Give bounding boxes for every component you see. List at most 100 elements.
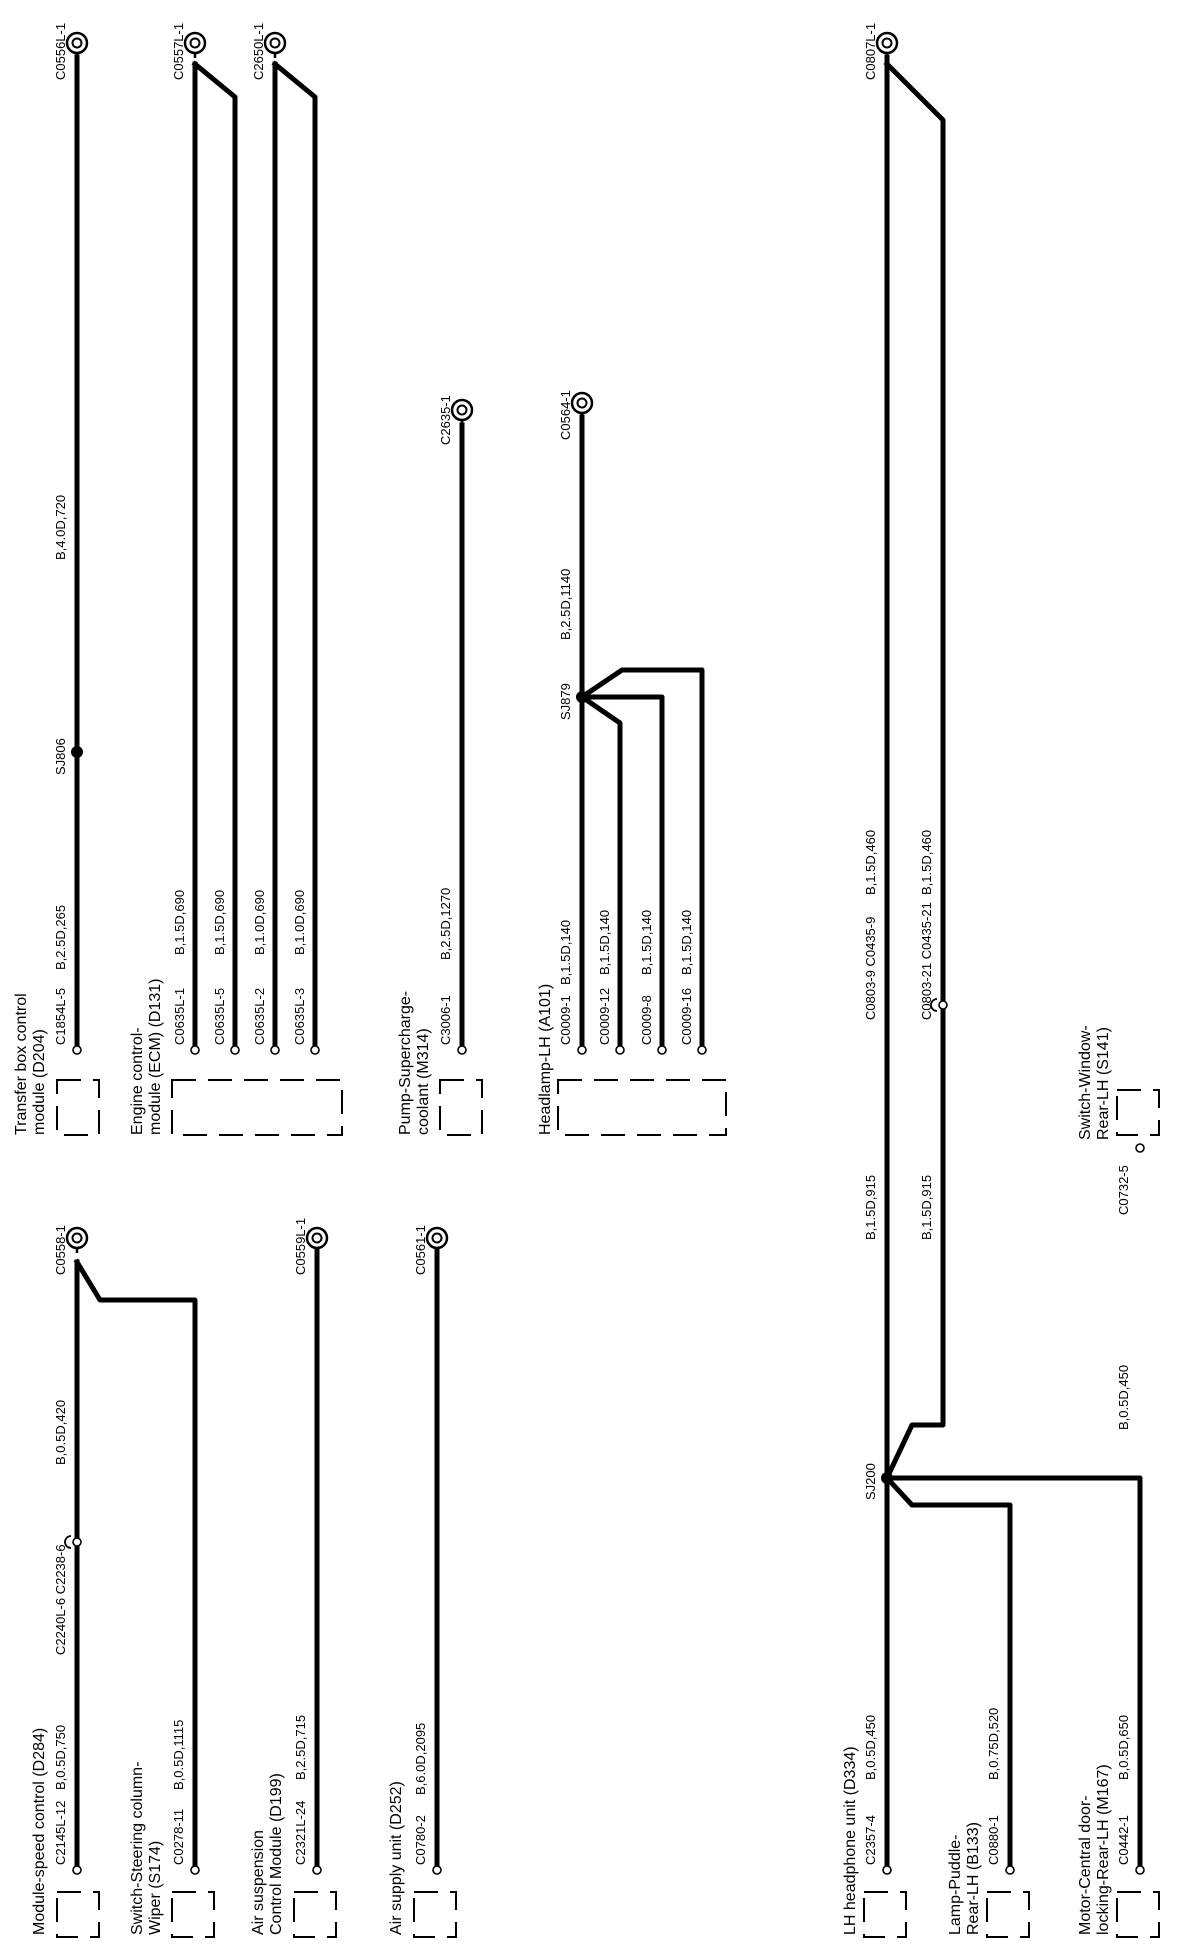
component-box (1116, 1891, 1160, 1938)
wire-label: B,2.5D,1140 (558, 569, 573, 640)
wire-label: B,1.5D,690 (212, 890, 227, 955)
wire-module-speed (73, 1258, 198, 1868)
ground-label: C2635-1 (438, 395, 453, 445)
inline-connector-label: C0803-9 C0435-9 (863, 917, 878, 1020)
component-box (56, 1079, 100, 1136)
wire-label: B,2.5D,265 (53, 905, 68, 970)
wire-label: B,0.5D,750 (53, 1725, 68, 1790)
wire-label: B,4.0D,720 (53, 495, 68, 560)
ground-label: C0559L-1 (293, 1218, 308, 1275)
ground-icon (450, 398, 474, 427)
connector-label: C0278-11 (171, 1809, 186, 1865)
pin-icon (312, 1865, 322, 1875)
component-title: Rear-LH (B133) (965, 1822, 982, 1935)
connector-label: C0009-8 (639, 995, 654, 1045)
connector-label: C0635L-2 (252, 988, 267, 1045)
component-title: LH headphone unit (D334) (842, 1746, 859, 1935)
ground-icon (65, 31, 89, 60)
inline-connector-label: C0803-21 C0435-21 (919, 902, 934, 1020)
pin-icon (615, 1045, 625, 1055)
component-title: Air supply unit (D252) (388, 1781, 405, 1935)
wire-label: B,1.5D,690 (172, 890, 187, 955)
pin-icon (230, 1045, 240, 1055)
ground-icon (875, 31, 899, 60)
component-box (1116, 1089, 1160, 1136)
component-title: coolant (M314) (415, 1028, 432, 1135)
component-box (986, 1891, 1030, 1938)
splice-label: SJ806 (53, 738, 68, 775)
component-title: Motor-Central door- (1077, 1795, 1094, 1935)
wire-sj200-branches (883, 1474, 1143, 1868)
component-title: locking-Rear-LH (M167) (1095, 1764, 1112, 1935)
component-title: Rear-LH (S141) (1095, 1027, 1112, 1140)
component-box (56, 1891, 100, 1938)
connector-label: C0442-1 (1116, 1815, 1131, 1865)
connector-label: C0009-16 (679, 988, 694, 1045)
component-title: Module-speed control (D284) (31, 1728, 48, 1935)
wire-label: B,1.5D,140 (639, 910, 654, 975)
component-title: Wiper (S174) (147, 1841, 164, 1935)
pin-icon (190, 1865, 200, 1875)
wire-label: B,0.5D,450 (863, 1715, 878, 1780)
component-title: Lamp-Puddle- (947, 1835, 964, 1936)
wire-label: B,0.5D,1115 (171, 1720, 186, 1790)
pin-icon (1005, 1865, 1015, 1875)
wire-label: B,0.5D,650 (1116, 1715, 1131, 1780)
ground-icon (570, 391, 594, 420)
pin-icon (697, 1045, 707, 1055)
ground-icon (183, 31, 207, 60)
pin-icon (882, 1865, 892, 1875)
ground-icon (305, 1226, 329, 1255)
pin-icon (432, 1865, 442, 1875)
splice-sj879 (576, 691, 588, 703)
component-title: Air suspension (250, 1830, 267, 1935)
connector-label: C1854L-5 (53, 988, 68, 1045)
ground-label: C2650L-1 (251, 23, 266, 80)
pin-icon (1135, 1143, 1145, 1153)
wire-label: B,0.75D,520 (986, 1708, 1001, 1780)
component-box (439, 1079, 483, 1136)
component-box (171, 1079, 343, 1136)
ground-icon (65, 1226, 89, 1255)
connector-label: C0009-12 (597, 988, 612, 1045)
splice-label: SJ200 (863, 1463, 878, 1500)
component-title: module (ECM) (D131) (147, 979, 164, 1135)
wire-label: B,1.5D,140 (679, 910, 694, 975)
component-title: Switch-Steering column- (129, 1762, 146, 1935)
wire-engine-1-2 (191, 60, 238, 1048)
connector-label: C3006-1 (438, 995, 453, 1045)
wire-label: B,1.5D,915 (919, 1175, 934, 1240)
wire-headlamp-branches (578, 667, 705, 1048)
wire-label: B,1.0D,690 (292, 890, 307, 955)
ground-label: C0561-1 (413, 1225, 428, 1275)
wire-label: B,1.5D,140 (558, 920, 573, 985)
component-title: Engine control- (129, 1027, 146, 1135)
wire-label: B,1.0D,690 (252, 890, 267, 955)
ground-label: C0807L-1 (863, 23, 878, 80)
wire-label: B,0.5D,450 (1116, 1365, 1131, 1430)
component-title: Control Module (D199) (268, 1773, 285, 1935)
component-title: Transfer box control (13, 993, 30, 1135)
component-title: Switch-Window- (1077, 1025, 1094, 1140)
wire-label: B,1.5D,140 (597, 910, 612, 975)
wire-label: B,0.5D,420 (53, 1400, 68, 1465)
pin-icon (457, 1045, 467, 1055)
wire-label: B,1.5D,915 (863, 1175, 878, 1240)
pin-icon (1135, 1865, 1145, 1875)
connector-label: C0780-2 (413, 1815, 428, 1865)
pin-icon (310, 1045, 320, 1055)
connector-label: C0635L-1 (172, 988, 187, 1045)
splice-label: SJ879 (558, 683, 573, 720)
pin-icon (72, 1865, 82, 1875)
pin-icon (657, 1045, 667, 1055)
pin-icon (190, 1045, 200, 1055)
pin-icon (72, 1045, 82, 1055)
wire-lh-headphone-trunk (883, 54, 946, 1868)
component-title: module (D204) (31, 1029, 48, 1135)
component-box (413, 1891, 457, 1938)
wire-label: B,2.5D,1270 (438, 888, 453, 960)
pin-icon (577, 1045, 587, 1055)
ground-label: C0564-1 (558, 390, 573, 440)
component-box (557, 1079, 727, 1136)
wire-label: B,6.0D,2095 (413, 1723, 428, 1795)
